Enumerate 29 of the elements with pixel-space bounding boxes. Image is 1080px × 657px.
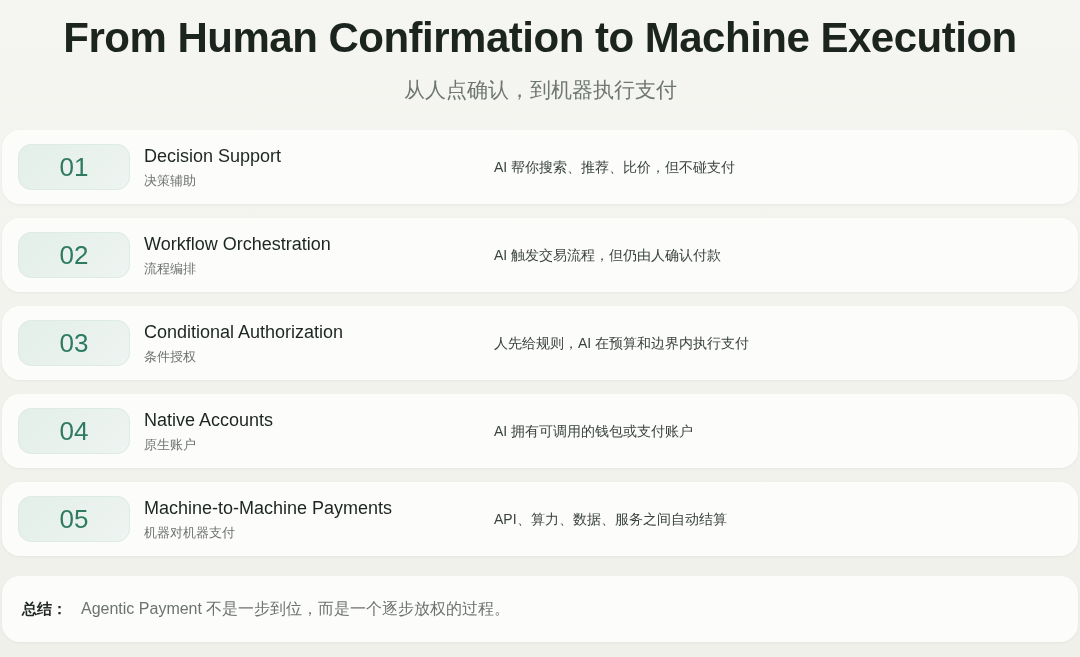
step-card <box>2 218 1078 292</box>
step-description: 人先给规则，AI 在预算和边界内执行支付 <box>494 334 750 352</box>
step-number-badge: 04 <box>18 408 130 454</box>
step-subtitle: 决策辅助 <box>144 173 196 189</box>
step-number-badge: 02 <box>18 232 130 278</box>
step-number-badge: 05 <box>18 496 130 542</box>
subtitle: 从人点确认，到机器执行支付 <box>403 77 677 103</box>
step-description: API、算力、数据、服务之间自动结算 <box>494 510 727 528</box>
step-number-badge: 01 <box>18 144 130 190</box>
step-title: Workflow Orchestration <box>144 233 331 255</box>
step-title: Machine-to-Machine Payments <box>144 497 393 519</box>
step-card <box>2 482 1078 556</box>
step-subtitle: 原生账户 <box>144 437 196 453</box>
step-description: AI 帮你搜索、推荐、比价，但不碰支付 <box>494 158 736 176</box>
step-description: AI 触发交易流程，但仍由人确认付款 <box>494 246 722 264</box>
step-description: AI 拥有可调用的钱包或支付账户 <box>494 422 694 440</box>
summary-text: Agentic Payment 不是一步到位，而是一个逐步放权的过程。 <box>81 599 511 619</box>
step-title: Decision Support <box>144 145 282 167</box>
summary-label: 总结： <box>22 599 67 619</box>
step-title: Conditional Authorization <box>144 321 344 343</box>
step-subtitle: 机器对机器支付 <box>144 525 235 541</box>
step-number-badge: 03 <box>18 320 130 366</box>
step-subtitle: 流程编排 <box>144 261 196 277</box>
step-subtitle: 条件授权 <box>144 349 196 365</box>
step-card <box>2 394 1078 468</box>
step-title: Native Accounts <box>144 409 274 431</box>
step-card <box>2 130 1078 204</box>
title: From Human Confirmation to Machine Execution <box>62 14 1018 62</box>
step-card <box>2 306 1078 380</box>
